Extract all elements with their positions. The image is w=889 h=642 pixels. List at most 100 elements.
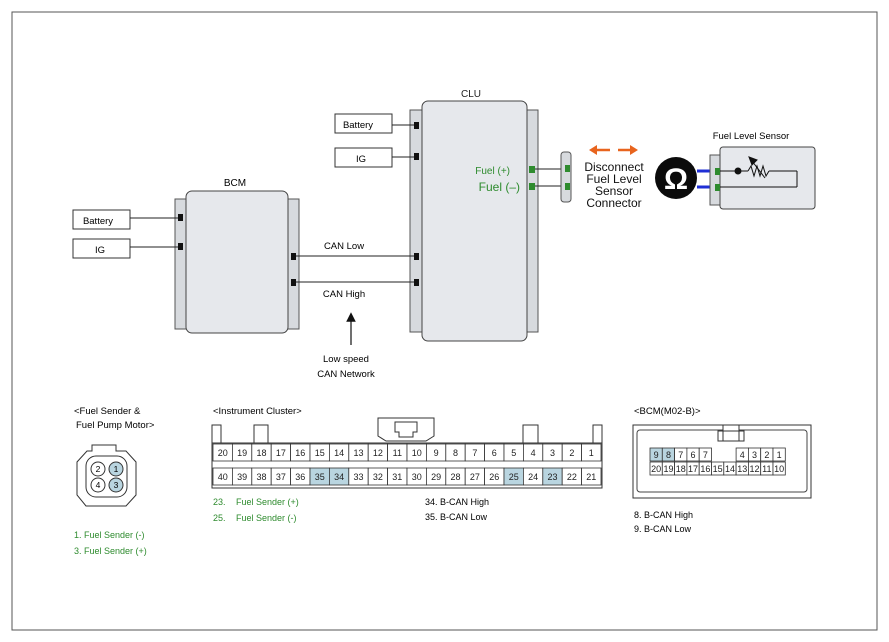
cluster-pin-1-label: 1	[589, 448, 594, 458]
bcm-pin-top-3-label: 6	[691, 450, 696, 460]
cluster-pin-19-label: 19	[237, 448, 247, 458]
cluster-pin-23-label: 23	[547, 472, 557, 482]
cluster-pin-9-label: 9	[434, 448, 439, 458]
clu-module: CLU Fuel (+) Fuel (–)	[409, 89, 539, 342]
bcm-pin-15-label: 15	[713, 464, 723, 474]
cluster-pin-39-label: 39	[237, 472, 247, 482]
cluster-pin-34-label: 34	[334, 472, 344, 482]
fuel-sender-pin-1-label: 1	[114, 464, 119, 474]
bcm-pin-10-cell	[772, 461, 786, 476]
fuel-sender-pin-4	[90, 477, 106, 493]
cluster-pin-10-label: 10	[412, 448, 422, 458]
bcm-pin-16-label: 16	[700, 464, 710, 474]
bcm-ig-box	[72, 238, 131, 259]
variable-resistor-icon	[720, 156, 798, 188]
bcm-pin-20-label: 20	[651, 464, 661, 474]
bcm-m02b-note-8: 8. B-CAN High	[634, 510, 693, 520]
sensor-box	[719, 146, 816, 210]
cluster-pin-31-label: 31	[392, 472, 402, 482]
bcm-pin-top-4-cell	[698, 447, 712, 462]
cluster-pin-14-label: 14	[334, 448, 344, 458]
cluster-pin-30-label: 30	[412, 472, 422, 482]
diagram-frame	[11, 11, 878, 631]
bcm-pin-top-9-label: 2	[764, 450, 769, 460]
bcm-battery-label: Battery	[83, 216, 113, 227]
bcm-pin-top-10-label: 1	[777, 450, 782, 460]
bcm-pin-top-7-label: 4	[740, 450, 745, 460]
clu-ig-pin	[414, 153, 419, 160]
bcm-can-high-pin	[291, 279, 296, 286]
fuel-sender-note-2: 3. Fuel Sender (+)	[74, 546, 147, 556]
disconnect-note-line3: Sensor	[595, 184, 633, 198]
cluster-note-23-num: 23.	[213, 497, 226, 507]
cluster-note-35: 35. B-CAN Low	[425, 512, 488, 522]
fuel-sender-pin-1	[108, 461, 124, 477]
cluster-pin-16-label: 16	[295, 448, 305, 458]
cluster-pin-35-label: 35	[315, 472, 325, 482]
cluster-pin-2-label: 2	[569, 448, 574, 458]
bcm-pin-12-label: 12	[750, 464, 760, 474]
cluster-pin-22-label: 22	[567, 472, 577, 482]
cluster-pin-11-label: 11	[393, 448, 402, 458]
fuel-sender-pin-2-label: 2	[96, 464, 101, 474]
cluster-note-34: 34. B-CAN High	[425, 497, 489, 507]
bcm-pin-13-label: 13	[737, 464, 747, 474]
disconnect-note-line4: Connector	[586, 196, 641, 210]
clu-fuel-minus-label: Fuel (–)	[479, 180, 520, 194]
cluster-pin-24-label: 24	[528, 472, 538, 482]
disconnect-note-line1: Disconnect	[584, 160, 644, 174]
cluster-pin-25-label: 25	[509, 472, 519, 482]
fuel-sender-pin-3	[108, 477, 124, 493]
bcm-m02b-note-9: 9. B-CAN Low	[634, 524, 692, 534]
bcm-pin-top-0-label: 9	[654, 450, 659, 460]
cluster-pin-38-label: 38	[256, 472, 266, 482]
bcm-m02b-connector	[632, 424, 812, 499]
cluster-note-23-text: Fuel Sender (+)	[236, 497, 299, 507]
disconnect-connector	[560, 151, 572, 203]
bcm-pin-top-1-label: 8	[666, 450, 671, 460]
cluster-pin-36-label: 36	[295, 472, 305, 482]
clu-fuel-minus-pin	[529, 183, 535, 190]
cluster-note-25-text: Fuel Sender (-)	[236, 513, 297, 523]
bcm-pin-11-label: 11	[762, 464, 771, 474]
clu-title: CLU	[461, 89, 481, 100]
clu-can-high-pin	[414, 279, 419, 286]
cluster-pin-37-label: 37	[276, 472, 286, 482]
cluster-pin-8-label: 8	[453, 448, 458, 458]
cluster-pin-17-label: 17	[276, 448, 286, 458]
bcm-pin-18-label: 18	[676, 464, 686, 474]
disconnect-pin-minus	[565, 183, 570, 190]
cluster-pin-21-label: 21	[586, 472, 596, 482]
bcm-pin-top-8-label: 3	[752, 450, 757, 460]
cluster-pin-26-label: 26	[489, 472, 499, 482]
clu-right-connector	[525, 109, 539, 333]
cluster-pin-33-label: 33	[353, 472, 363, 482]
bcm-battery-pin	[178, 214, 183, 221]
bcm-pin-top-10-cell	[772, 447, 786, 462]
clu-fuel-plus-label: Fuel (+)	[475, 166, 510, 177]
fuel-sender-pin-2	[90, 461, 106, 477]
bcm-battery-box	[72, 209, 131, 230]
clu-fuel-plus-pin	[529, 166, 535, 173]
can-high-label: CAN High	[323, 289, 365, 300]
disconnect-note-line2: Fuel Level	[586, 172, 641, 186]
ohmmeter-icon	[655, 157, 697, 199]
bcm-right-connector	[286, 198, 300, 330]
cluster-pin-12-label: 12	[373, 448, 383, 458]
fuel-sender-title-line2: Fuel Pump Motor>	[76, 420, 155, 431]
clu-battery-pin	[414, 122, 419, 129]
can-low-label: CAN Low	[324, 241, 364, 252]
bcm-pin-top-4-label: 7	[703, 450, 708, 460]
cluster-pin-4-label: 4	[531, 448, 536, 458]
network-note-line2: CAN Network	[317, 369, 375, 380]
clu-left-connector	[409, 109, 424, 333]
ohm-symbol: Ω	[664, 163, 688, 196]
cluster-pin-15-label: 15	[315, 448, 325, 458]
bcm-ig-label: IG	[95, 245, 105, 256]
bcm-pin-19-label: 19	[663, 464, 673, 474]
sensor-pin-minus	[715, 184, 720, 191]
cluster-pin-5-label: 5	[511, 448, 516, 458]
fuel-sender-title-line1: <Fuel Sender &	[74, 406, 141, 417]
fuel-sender-connector: 2 1 4 3	[76, 444, 137, 507]
